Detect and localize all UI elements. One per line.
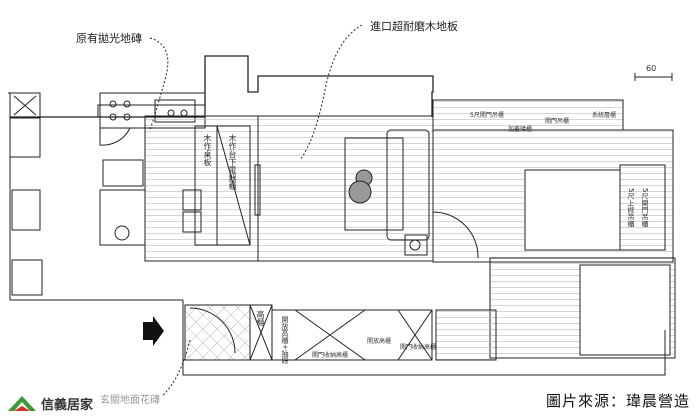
label-top-small-a: 5尺開門吊櫃 — [470, 112, 504, 119]
label-door-storage-tall-2: 開門收納高櫃 — [400, 344, 437, 351]
entrance-arrow-icon — [143, 316, 164, 346]
label-ceiling-cabinet-b: 5尺上掀吊櫃 — [627, 188, 635, 228]
logo-roof-icon — [8, 396, 36, 411]
scale-label: 60 — [646, 64, 657, 73]
label-top-small-c: 開門吊櫃 — [545, 118, 570, 125]
label-open-tall-drawer: 開放高櫃+抽屜 — [281, 316, 289, 364]
label-desk-cabinet: 木作台下電器櫃 — [228, 134, 237, 190]
label-ceiling-cabinet-a: 5尺開門吊櫃 — [641, 188, 649, 228]
label-wood-floor: 進口超耐磨木地板 — [370, 20, 458, 33]
label-open-tall: 開放高櫃 — [367, 338, 392, 345]
image-source: 圖片來源：瑋晨營造 — [545, 392, 690, 410]
logo-text: 信義居家 — [41, 397, 94, 413]
label-door-storage-tall: 開門收納高櫃 — [312, 352, 349, 359]
label-top-small-b: 加蓋矮櫃 — [508, 126, 533, 133]
label-top-small-d: 系統層櫃 — [592, 112, 617, 119]
label-tall-cabinet: 高櫃 — [256, 310, 265, 326]
label-polished-tile: 原有拋光地磚 — [76, 32, 142, 45]
label-desk-board: 木作桌板 — [203, 134, 212, 166]
brand-logo: 信義居家 — [6, 393, 93, 413]
label-entrance-tile: 玄關地面花磚 — [100, 395, 160, 406]
